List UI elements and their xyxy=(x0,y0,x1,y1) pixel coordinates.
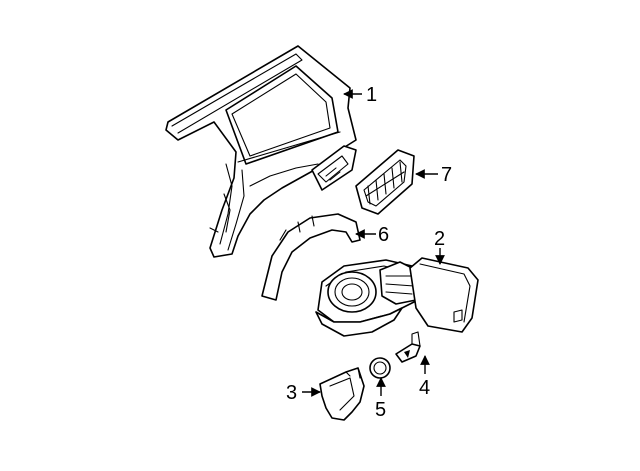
push-pin-part xyxy=(395,331,421,363)
callout-5: 5 xyxy=(375,377,386,421)
fuel-door-assembly-part xyxy=(315,257,479,337)
callout-1-label: 1 xyxy=(366,84,377,106)
bracket-part xyxy=(319,367,365,421)
callout-7-label: 7 xyxy=(441,164,452,186)
callout-3-label: 3 xyxy=(286,382,297,404)
callout-7: 7 xyxy=(415,164,452,186)
callout-6-label: 6 xyxy=(378,224,389,246)
callout-3: 3 xyxy=(286,382,321,404)
callout-1: 1 xyxy=(343,84,377,106)
callout-6: 6 xyxy=(355,224,389,246)
callout-2: 2 xyxy=(434,228,445,265)
callout-4-label: 4 xyxy=(419,377,430,399)
callout-2-label: 2 xyxy=(434,228,445,250)
quarter-panel-part xyxy=(165,45,357,258)
grommet-part xyxy=(369,357,391,379)
wheel-arch-liner-part xyxy=(261,213,361,301)
vent-grille-part xyxy=(355,149,415,215)
callout-4: 4 xyxy=(419,355,430,399)
callout-5-label: 5 xyxy=(375,399,386,421)
